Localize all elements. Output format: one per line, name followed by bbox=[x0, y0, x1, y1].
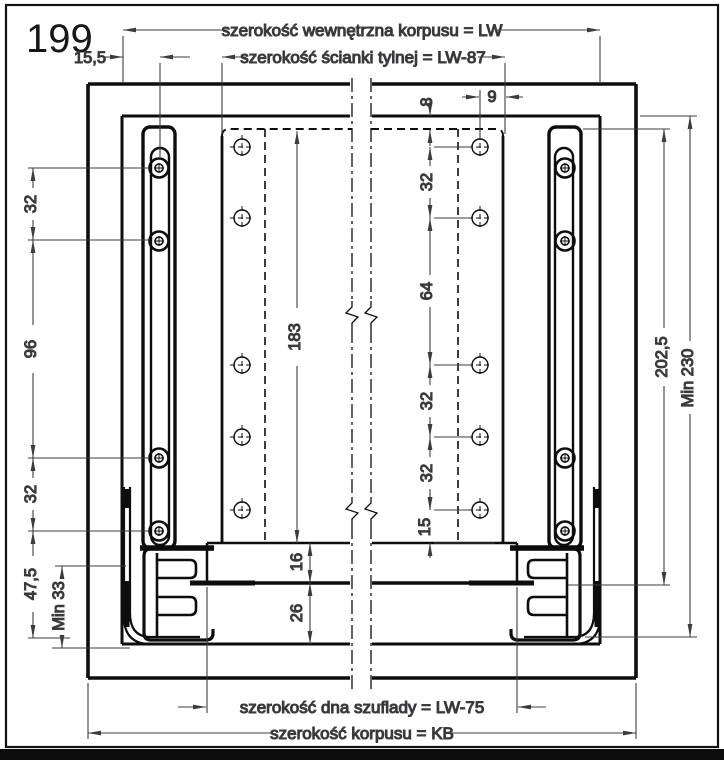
dim-label-32-3: 32 bbox=[418, 464, 436, 482]
right-corner-bracket bbox=[517, 487, 602, 646]
extension-lines bbox=[221, 63, 506, 134]
break-symbol bbox=[344, 301, 360, 329]
drill-cross-icon bbox=[468, 498, 492, 522]
dim-label-9: 9 bbox=[487, 88, 496, 106]
left-slide-profile bbox=[140, 545, 215, 642]
screw-hole-icon bbox=[148, 447, 170, 469]
extension-lines bbox=[206, 587, 518, 713]
dim-label-32-bottom: 32 bbox=[22, 485, 40, 503]
dim-label-202-5: 202,5 bbox=[653, 336, 671, 377]
dim-label-32-1: 32 bbox=[418, 173, 436, 191]
dim-label-cabinet-width: szerokość korpusu = KB bbox=[270, 724, 454, 743]
dim-label-inner-width: szerokość wewnętrzna korpusu = LW bbox=[222, 21, 503, 40]
right-rail-screw-holes bbox=[554, 157, 576, 542]
drill-cross-icon bbox=[468, 206, 492, 230]
center-break-lines bbox=[344, 78, 379, 692]
dim-inner-width-LW: szerokość wewnętrzna korpusu = LW bbox=[122, 20, 601, 82]
dim-label-16: 16 bbox=[288, 553, 306, 571]
extension-lines bbox=[434, 146, 495, 544]
dim-drawer-bottom-width: szerokość dna szuflady = LW-75 bbox=[178, 587, 546, 718]
dim-label-183: 183 bbox=[286, 323, 304, 351]
screw-hole-icon bbox=[554, 157, 576, 179]
screw-hole-icon bbox=[554, 520, 576, 542]
screw-hole-icon bbox=[148, 157, 170, 179]
back-panel-left bbox=[220, 128, 352, 543]
break-symbol bbox=[363, 497, 379, 525]
extension-lines bbox=[568, 115, 697, 638]
dim-back-panel-chain: 8 32 64 32 32 15 9 bbox=[415, 87, 523, 558]
drill-cross-icon bbox=[468, 425, 492, 449]
dimensions: szerokość wewnętrzna korpusu = LW 15,5 s… bbox=[21, 20, 697, 744]
page-number: 199 bbox=[26, 17, 93, 61]
page-border bbox=[4, 3, 720, 749]
extension-lines bbox=[122, 36, 601, 82]
dim-rail-offset: 15,5 bbox=[73, 48, 190, 157]
dim-label-96: 96 bbox=[22, 340, 40, 358]
dim-label-32-2: 32 bbox=[418, 392, 436, 410]
left-rail bbox=[141, 125, 177, 550]
dim-label-rail-offset: 15,5 bbox=[74, 49, 106, 67]
dim-label-min-230: Min 230 bbox=[679, 349, 697, 408]
back-panel-right-top-edge bbox=[371, 128, 504, 137]
dim-left-rail-chain: 32 96 32 47,5 Min 33 bbox=[21, 167, 148, 649]
drill-cross-icon bbox=[230, 498, 254, 522]
dim-label-32-top: 32 bbox=[22, 195, 40, 213]
dim-label-15: 15 bbox=[416, 518, 434, 536]
back-panel-right-drill-marks bbox=[468, 135, 492, 522]
dim-back-panel-width: szerokość ścianki tylnej = LW-87 bbox=[221, 47, 506, 134]
extension-lines bbox=[28, 167, 148, 649]
screw-hole-icon bbox=[554, 230, 576, 252]
drill-cross-icon bbox=[468, 135, 492, 159]
page-frame: 199 bbox=[0, 3, 724, 760]
back-panel-left-drill-marks bbox=[230, 135, 254, 522]
extension-lines bbox=[87, 683, 637, 739]
dim-label-back-panel-width: szerokość ścianki tylnej = LW-87 bbox=[240, 48, 486, 67]
dim-label-drawer-bottom-width: szerokość dna szuflady = LW-75 bbox=[240, 698, 485, 717]
dim-label-8: 8 bbox=[418, 97, 436, 106]
drill-cross-icon bbox=[230, 425, 254, 449]
screw-hole-icon bbox=[148, 520, 170, 542]
left-rail-screw-holes bbox=[148, 157, 170, 542]
drill-cross-icon bbox=[230, 353, 254, 377]
dim-right-heights: 202,5 Min 230 bbox=[568, 115, 697, 638]
dim-label-26: 26 bbox=[288, 604, 306, 622]
drill-cross-icon bbox=[468, 353, 492, 377]
drawer-bottom-panel bbox=[190, 541, 534, 586]
back-panel-right bbox=[371, 128, 505, 543]
screw-hole-icon bbox=[148, 230, 170, 252]
right-rail bbox=[547, 125, 583, 550]
right-rail-slot bbox=[553, 146, 575, 547]
back-panel-left-top-edge bbox=[221, 128, 352, 137]
dim-cabinet-width: szerokość korpusu = KB bbox=[87, 683, 637, 744]
drill-cross-icon bbox=[230, 206, 254, 230]
drill-cross-icon bbox=[230, 135, 254, 159]
page-footer-bar bbox=[0, 749, 724, 760]
left-corner-bracket bbox=[122, 487, 207, 646]
right-slide-profile bbox=[509, 545, 584, 642]
break-symbol bbox=[363, 301, 379, 329]
dim-label-64: 64 bbox=[418, 282, 436, 300]
dim-center-heights: 183 16 26 bbox=[285, 131, 313, 644]
break-symbol bbox=[344, 497, 360, 525]
dim-label-47-5: 47,5 bbox=[22, 568, 40, 600]
dim-label-min-33: Min 33 bbox=[50, 581, 68, 631]
left-rail-slot bbox=[149, 146, 171, 547]
drawer-bottom-end-edges bbox=[205, 543, 519, 583]
screw-hole-icon bbox=[554, 447, 576, 469]
